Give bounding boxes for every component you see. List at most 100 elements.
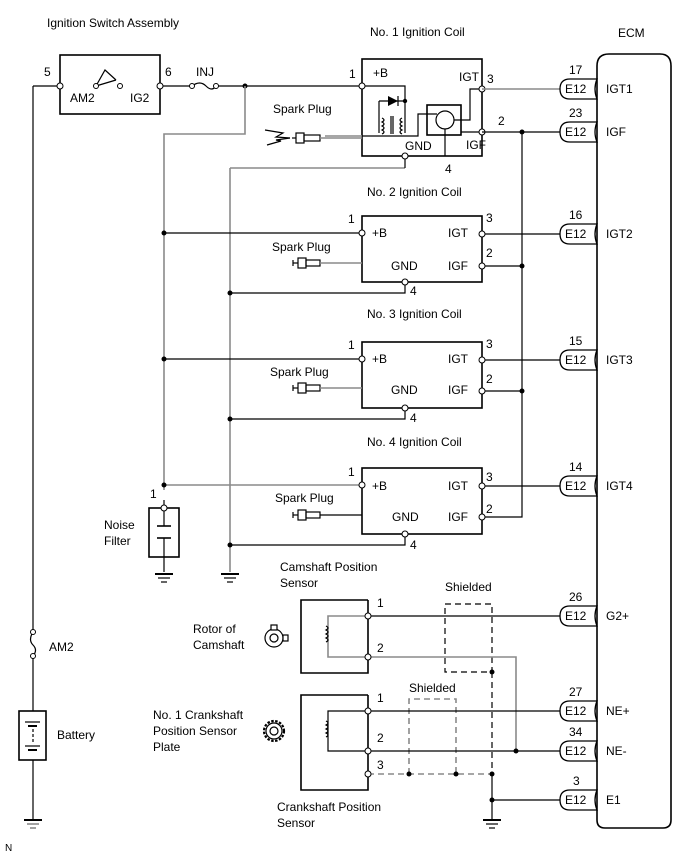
coil-1-label-b: +B [373,66,388,80]
cam-shield [444,603,493,673]
coil-3-pin-igt: 3 [486,337,493,351]
connector-pin-number: 23 [569,106,583,120]
connector-e12 [559,475,598,497]
coil-4-label-b: +B [372,479,387,493]
cam-shield-label: Shielded [445,580,492,594]
ground-icon [155,573,173,583]
spark-plug-1-icon [264,129,321,146]
coil-3-spark-plug-label: Spark Plug [270,365,329,379]
coil-3-pin-igf: 2 [486,372,493,386]
crank-plate-label-1: No. 1 Crankshaft [153,708,244,722]
coil-3-label-gnd: GND [391,383,418,397]
switch-blade [95,79,117,87]
crank-sensor-pin-2: 2 [377,731,384,745]
footer-mark: N [5,843,12,854]
coil-1-title: No. 1 Ignition Coil [370,25,465,39]
connector-pin-number: 14 [569,460,583,474]
ignition-switch-pin-5: 5 [44,65,51,79]
noise-filter-pin: 1 [150,487,157,501]
spark-plug-2-icon [292,257,321,269]
ignition-switch-box [59,54,161,115]
rotor-label-2: Camshaft [193,638,245,652]
coil-2-spark-plug-label: Spark Plug [272,240,331,254]
coil-1-label-gnd: GND [405,139,432,153]
noise-filter-label-2: Filter [104,534,131,548]
ground-icon [483,819,501,829]
connector-label: E12 [565,609,587,623]
coil-4-pin-igf: 2 [486,502,493,516]
ignition-coil-3: No. 3 Ignition Coil 1 +B IGT 3 GND IGF 2… [270,307,493,425]
coil-4-spark-plug-label: Spark Plug [275,491,334,505]
pickup-coil-icon [324,720,329,738]
connector-label: E12 [565,125,587,139]
coil-1-pin-gnd: 4 [445,162,452,176]
coil-4-pin-b: 1 [348,465,355,479]
coil-3-label-igt: IGT [448,352,469,366]
coil-2-label-b: +B [372,226,387,240]
coil-2-label-igf: IGF [448,259,468,273]
ignition-switch-am2-label: AM2 [70,91,95,105]
transistor-icon [435,110,455,130]
noise-filter: 1 Noise Filter [104,487,180,572]
ecm-signal-label: E1 [606,793,621,807]
connector-e12 [559,700,598,722]
coil-3-pin-b: 1 [348,338,355,352]
coil-4-pin-igt: 3 [486,470,493,484]
cam-sensor-pin-2: 2 [377,641,384,655]
crank-sensor-title-2: Sensor [277,816,315,830]
ignition-switch-ig2-label: IG2 [130,91,150,105]
crank-plate-label-3: Plate [153,740,181,754]
ground-icon [221,573,239,583]
coil-2-pin-b: 1 [348,212,355,226]
fuse-inj-label: INJ [196,65,214,79]
coil-2-title: No. 2 Ignition Coil [367,185,462,199]
connector-label: E12 [565,227,587,241]
coil-2-label-gnd: GND [391,259,418,273]
transformer-icon [380,116,404,135]
ignition-coil-1: No. 1 Ignition Coil 1 +B IGT 3 GND IGF 2… [273,25,505,176]
crank-sensor-title-1: Crankshaft Position [277,800,381,814]
connector-e12 [559,349,598,371]
coil-1-pin-igf: 2 [498,114,505,128]
camshaft-rotor-icon [264,624,289,648]
coil-3-title: No. 3 Ignition Coil [367,307,462,321]
camshaft-position-sensor: Camshaft Position Sensor 1 2 Rotor of Ca… [193,560,493,674]
ecm-terminal-e1: E12 3E1 [559,774,621,811]
connector-label: E12 [565,793,587,807]
ecm-title: ECM [618,26,645,40]
fuse-am2-icon [29,631,37,657]
coil-4-label-igt: IGT [448,479,469,493]
connector-e12 [559,740,598,762]
ecm-signal-label: IGT2 [606,227,633,241]
crank-shield [408,698,457,774]
connector-pin-number: 17 [569,63,583,77]
coil-3-pin-gnd: 4 [410,411,417,425]
ecm-signal-label: G2+ [606,609,629,623]
connector-pin-number: 3 [573,774,580,788]
noise-filter-label-1: Noise [104,518,135,532]
diode-icon [388,96,398,106]
ecm-signal-label: NE- [606,744,627,758]
crankshaft-position-sensor: 1 2 3 Crankshaft Position Sensor No. 1 C… [153,681,457,830]
ignition-switch-assembly: Ignition Switch Assembly 5 6 AM2 IG2 [44,16,179,115]
rotor-label-1: Rotor of [193,622,236,636]
connector-label: E12 [565,744,587,758]
coil-1-spark-plug-label: Spark Plug [273,102,332,116]
fuse-inj-icon [191,82,217,90]
coil-1-pin-igt: 3 [487,72,494,86]
connector-label: E12 [565,704,587,718]
connector-pin-number: 15 [569,334,583,348]
switch-actuator-icon [95,69,117,87]
connector-e12 [559,223,598,245]
coil-3-label-igf: IGF [448,383,468,397]
coil-3-label-b: +B [372,352,387,366]
crank-sensor-pin-3: 3 [377,758,384,772]
fuse-am2-label: AM2 [49,640,74,654]
ecm-outline [596,53,672,829]
